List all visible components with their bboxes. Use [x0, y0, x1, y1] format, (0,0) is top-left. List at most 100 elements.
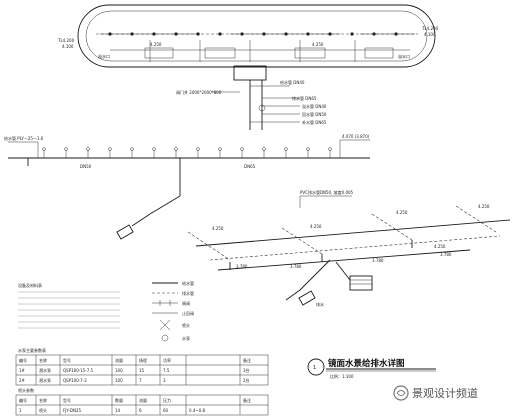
riser-nozzle	[108, 147, 112, 151]
callout-valve-pit: 阀门井 2000*2000*800	[176, 89, 222, 95]
pool-label-tl2: 4.100	[62, 44, 74, 49]
pool-elev-right: 4.250	[312, 42, 324, 47]
table1-r1c3: 100	[115, 378, 123, 383]
table1-r0c4: 15	[139, 368, 145, 373]
table1-h0: 编号	[19, 357, 27, 363]
drawing-scale: 比例：1:100	[330, 373, 354, 379]
drain-low-2: 3.780	[290, 264, 302, 269]
drain-note: PVC排水管DN50, 坡度0.005	[300, 189, 354, 195]
nozzle-table: 喷头参数 编号 名称 型号 数量 流量 压力 备注 1 喷头 FJY-DN25 …	[15, 387, 269, 416]
riser-nozzle	[130, 147, 134, 151]
table1-h4: 扬程	[139, 357, 147, 363]
supply-source-note: 给水管 PLY—25—1.6	[4, 135, 44, 141]
pool-label-tr: TL4.200	[421, 26, 439, 31]
watermark-logo-icon	[393, 385, 409, 401]
watermark-text: 景观设计频道	[412, 386, 478, 400]
table1-r1c4: 7	[139, 378, 142, 383]
table2-h3: 数量	[115, 397, 123, 403]
table1-r0c6: 3台	[243, 367, 250, 373]
table1-h1: 名称	[39, 357, 47, 363]
legend-item-5: 喷头	[182, 322, 190, 328]
riser-nozzle	[42, 147, 46, 151]
riser-nozzle	[328, 147, 332, 151]
table2-r0c2: FJY-DN25	[63, 408, 82, 413]
riser-nozzle	[218, 147, 222, 151]
nozzle-dot	[328, 32, 332, 36]
table1-r1c5: 3	[163, 378, 166, 383]
drain-elev-2: 4.250	[310, 224, 322, 229]
table2-h4: 流量	[139, 397, 147, 403]
table2-h0: 编号	[19, 397, 27, 403]
legend-item-1: 给水管	[182, 280, 194, 286]
callout-supply: 给水管 DN40	[280, 79, 305, 85]
riser-nozzle	[240, 147, 244, 151]
pool-label-tr2: 4.100	[424, 32, 436, 37]
drawing-title-block: 1 镜面水景给排水详图 比例：1:100	[307, 358, 436, 379]
table2-h2: 型号	[63, 397, 71, 403]
pool-note-right: 溢水口	[398, 53, 410, 59]
table2-r0c1: 喷头	[39, 407, 47, 413]
riser-nozzle	[262, 147, 266, 151]
supply-elev: 4.070 (3.870)	[342, 134, 370, 139]
nozzle-dot	[350, 32, 354, 36]
watermark: 景观设计频道	[393, 385, 478, 401]
legend: 设备及材料表 给水管 排水管 闸阀 止回阀 喷头 水泵	[18, 280, 194, 342]
table1-r0c5: 7.5	[163, 368, 170, 373]
riser-nozzle	[64, 147, 68, 151]
table1-r0c3: 100	[115, 368, 123, 373]
riser-nozzle	[306, 147, 310, 151]
nozzle-dot	[262, 32, 266, 36]
nozzle-dot	[240, 32, 244, 36]
legend-title: 设备及材料表	[18, 282, 42, 288]
supply-dn-left: DN50	[80, 164, 92, 169]
nozzle-dot	[108, 32, 112, 36]
riser-nozzle	[174, 147, 178, 151]
nozzle-dot	[372, 32, 376, 36]
drain-elev-3: 4.250	[396, 210, 408, 215]
table1-r1c6: 2台	[243, 377, 250, 383]
table1-title: 水泵主要参数表	[18, 347, 46, 353]
nozzle-dot	[284, 32, 288, 36]
pool-plan: TL4.200 4.100 TL4.200 4.100 4.250 4.250 …	[57, 4, 439, 68]
legend-item-3: 闸阀	[182, 300, 190, 306]
table1-h6: 备注	[243, 357, 251, 363]
supply-line: 给水管 PLY—25—1.6 DN50 DN65 4.070 (3.870)	[4, 134, 370, 240]
callout-makeup: 补水管 DN65	[302, 119, 327, 125]
drain-line: PVC排水管DN50, 坡度0.005 4.250 4.250 4.250 4.…	[187, 189, 511, 307]
table2-r0c0: 1	[19, 408, 22, 413]
nozzle-dot	[174, 32, 178, 36]
table1-r1c0: 2#	[19, 378, 26, 383]
drain-elev-1: 4.250	[212, 226, 224, 231]
drain-low-4: 3.780	[440, 252, 452, 257]
table2-h6: 备注	[243, 397, 251, 403]
nozzle-dot	[306, 32, 310, 36]
nozzle-dot	[196, 32, 200, 36]
pool-label-tl: TL4.200	[57, 38, 75, 43]
legend-item-2: 排水管	[182, 290, 194, 296]
pump-table: 水泵主要参数表 编号 名称 型号 流量 扬程 功率 备注 1# 潜水泵 QSP1…	[15, 347, 269, 386]
table1-h2: 型号	[63, 357, 71, 363]
table1-h3: 流量	[115, 357, 123, 363]
nozzle-dot	[152, 32, 156, 36]
table2-h5: 压力	[163, 397, 171, 403]
drain-low-1: 3.780	[236, 264, 248, 269]
pool-note-left: 溢水口	[98, 53, 110, 59]
table2-r0c6: 0.4~0.8	[189, 408, 206, 413]
table2-r0c3: 14	[115, 408, 121, 413]
nozzle-dot	[218, 32, 222, 36]
table1-r0c1: 潜水泵	[39, 367, 51, 373]
drain-outlet: 排水	[316, 301, 324, 307]
callout-overflow: 溢水管 DN40	[302, 103, 327, 109]
supply-dn-right: DN65	[244, 164, 256, 169]
drain-elev-4: 4.250	[478, 204, 490, 209]
nozzle-dot	[394, 32, 398, 36]
table1-r1c1: 潜水泵	[39, 377, 51, 383]
callout-return: 回水管 DN50	[302, 111, 327, 117]
table2-title: 喷头参数	[18, 387, 34, 393]
riser-nozzle	[284, 147, 288, 151]
nozzle-dot	[130, 32, 134, 36]
drawing-title: 镜面水景给排水详图	[328, 358, 405, 369]
legend-item-6: 水泵	[182, 335, 190, 341]
